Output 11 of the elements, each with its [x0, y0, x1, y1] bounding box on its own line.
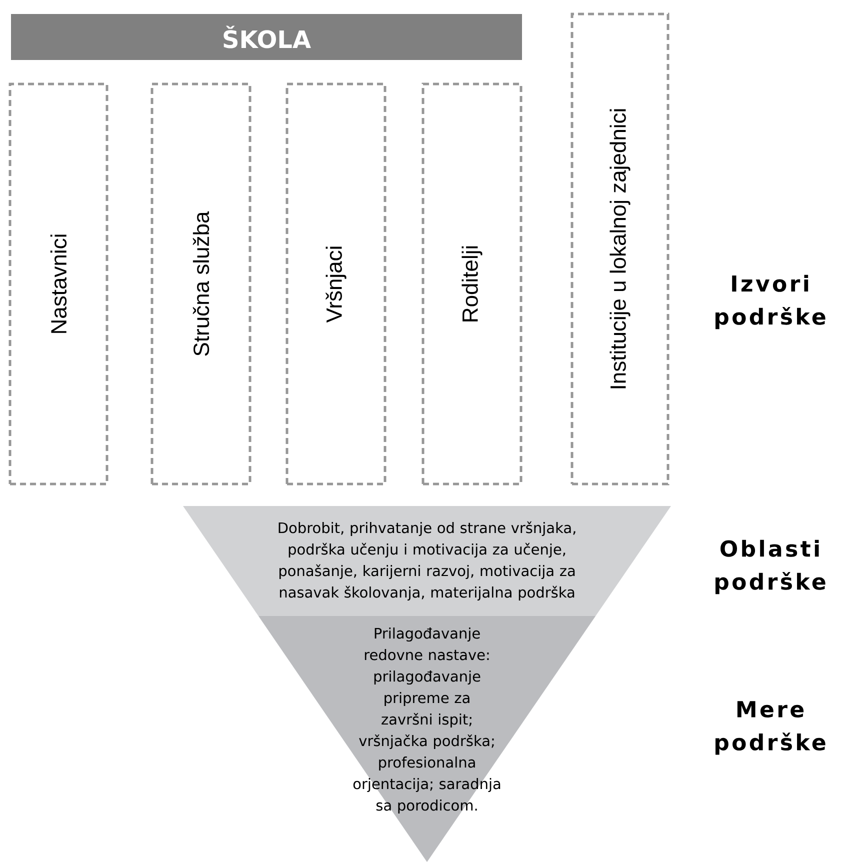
- dashed-box: Stručna služba: [150, 82, 252, 486]
- section-label: Oblasti podrške: [716, 540, 826, 594]
- dashed-box: Roditelji: [422, 82, 522, 486]
- funnel-triangle: Prilagođavanje redovne nastave: prilagođavanje pripreme za završni ispit; vršnjačka podrška; profesionalna orjentacija; saradnja sa porodicom.: [258, 616, 596, 862]
- dashed-box: Institucije u lokalnoj zajednici: [570, 12, 670, 486]
- header-bar: ŠKOLA: [11, 14, 522, 60]
- funnel-band: Dobrobit, prihvatanje od strane vršnjaka, podrška učenju i motivacija za učenje, ponašanje, karijerni razvoj, motivacija za nasavak školovanja, materijalna podrška: [183, 506, 671, 616]
- section-label: Mere podrške: [716, 701, 826, 755]
- section-label: Izvori podrške: [716, 274, 826, 330]
- dashed-box: Vršnjaci: [286, 82, 386, 486]
- dashed-box: Nastavnici: [8, 82, 108, 486]
